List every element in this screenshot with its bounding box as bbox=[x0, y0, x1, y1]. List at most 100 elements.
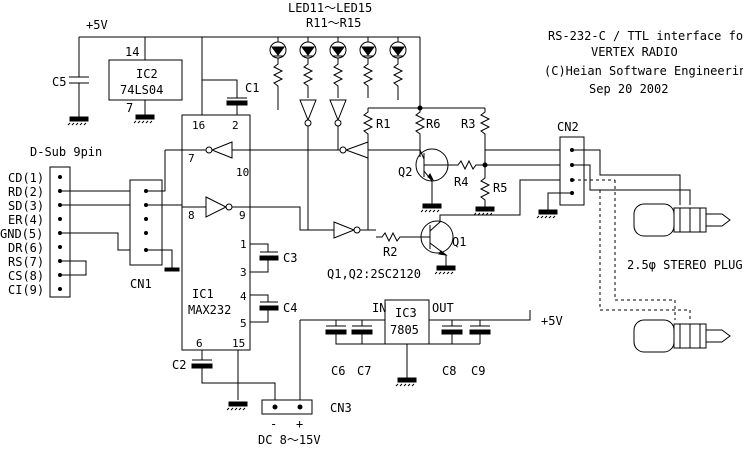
transistor-q2: Q2 bbox=[398, 148, 455, 200]
svg-text:CN3: CN3 bbox=[330, 401, 352, 415]
ground-symbol bbox=[133, 114, 155, 124]
ground-symbol bbox=[420, 203, 442, 213]
dc-input-label: DC 8～15V bbox=[258, 433, 321, 447]
dsub-pin-labels: CD(1) RD(2) SD(3) ER(4) GND(5) DR(6) RS(… bbox=[0, 171, 44, 297]
svg-text:15: 15 bbox=[232, 337, 245, 350]
svg-text:C4: C4 bbox=[283, 301, 297, 315]
svg-text:IC3: IC3 bbox=[395, 306, 417, 320]
svg-text:6: 6 bbox=[196, 337, 203, 350]
svg-text:C7: C7 bbox=[357, 364, 371, 378]
svg-text:SD(3): SD(3) bbox=[8, 199, 44, 213]
stereo-plug-bottom bbox=[633, 319, 731, 353]
resistor-r3: R3 bbox=[461, 108, 491, 165]
svg-text:ER(4): ER(4) bbox=[8, 213, 44, 227]
resistor-r6: R6 bbox=[414, 108, 440, 150]
max232-driver bbox=[182, 196, 250, 218]
plug-label: 2.5φ STEREO PLUG bbox=[627, 258, 743, 272]
svg-text:C1: C1 bbox=[245, 81, 259, 95]
svg-text:3: 3 bbox=[240, 266, 247, 279]
svg-text:7: 7 bbox=[126, 101, 133, 115]
svg-text:C5: C5 bbox=[52, 75, 66, 89]
inverter-q1 bbox=[333, 221, 376, 239]
svg-text:R3: R3 bbox=[461, 117, 475, 131]
svg-text:C8: C8 bbox=[442, 364, 456, 378]
svg-text:16: 16 bbox=[192, 119, 205, 132]
ground-symbol bbox=[434, 265, 456, 275]
capacitor-c3: C3 bbox=[250, 243, 297, 273]
cn1-connector: CN1 bbox=[129, 179, 163, 291]
svg-text:MAX232: MAX232 bbox=[188, 303, 231, 317]
dsub-title: D-Sub 9pin bbox=[30, 145, 102, 159]
svg-text:R1: R1 bbox=[376, 117, 390, 131]
svg-text:Q2: Q2 bbox=[398, 165, 412, 179]
dsub-connector bbox=[49, 166, 71, 298]
svg-text:C6: C6 bbox=[331, 364, 345, 378]
led-array bbox=[269, 41, 407, 110]
capacitor-c6: C6 bbox=[325, 320, 480, 378]
svg-text:IC1: IC1 bbox=[192, 287, 214, 301]
svg-text:IN: IN bbox=[372, 301, 386, 315]
svg-text:R5: R5 bbox=[493, 181, 507, 195]
title-line-1: RS-232-C / TTL interface for bbox=[548, 29, 743, 43]
resistor-r5: R5 bbox=[479, 165, 507, 207]
ground-symbol bbox=[67, 116, 89, 126]
svg-text:R4: R4 bbox=[454, 175, 468, 189]
svg-text:C3: C3 bbox=[283, 251, 297, 265]
led-driver-buffers bbox=[299, 99, 347, 230]
svg-text:CN1: CN1 bbox=[130, 277, 152, 291]
svg-text:2: 2 bbox=[232, 119, 239, 132]
capacitor-c7: C7 bbox=[351, 320, 373, 378]
capacitor-c4: C4 bbox=[250, 294, 297, 323]
svg-text:10: 10 bbox=[236, 166, 249, 179]
svg-text:CN2: CN2 bbox=[557, 120, 579, 134]
ic2-74ls04: 14 7 IC2 74LS04 bbox=[108, 45, 183, 115]
svg-text:R6: R6 bbox=[426, 117, 440, 131]
title-line-2: VERTEX RADIO bbox=[591, 45, 678, 59]
vcc-top-label: +5V bbox=[86, 18, 108, 32]
ground-symbol bbox=[395, 377, 417, 387]
svg-text:8: 8 bbox=[188, 209, 195, 222]
svg-text:-: - bbox=[270, 417, 277, 431]
svg-text:RD(2): RD(2) bbox=[8, 185, 44, 199]
svg-text:4: 4 bbox=[240, 290, 247, 303]
svg-text:9: 9 bbox=[239, 209, 246, 222]
ground-symbol bbox=[164, 267, 180, 272]
capacitor-c8: C8 bbox=[441, 320, 463, 378]
capacitor-c9: C9 bbox=[469, 320, 491, 378]
vcc-right-label: +5V bbox=[541, 314, 563, 328]
svg-text:5: 5 bbox=[240, 317, 247, 330]
svg-text:CS(8): CS(8) bbox=[8, 269, 44, 283]
svg-text:DR(6): DR(6) bbox=[8, 241, 44, 255]
resistor-r1: R1 bbox=[362, 108, 390, 230]
svg-text:CI(9): CI(9) bbox=[8, 283, 44, 297]
svg-text:74LS04: 74LS04 bbox=[120, 83, 163, 97]
capacitor-c1: C1 bbox=[226, 81, 259, 116]
ground-symbol bbox=[536, 209, 558, 219]
resistor-r2: R2 bbox=[376, 231, 418, 259]
ground-symbol bbox=[473, 206, 495, 216]
led-res-label: R11～R15 bbox=[306, 16, 361, 30]
transistor-q1: Q1 bbox=[418, 179, 560, 266]
ic3-7805: IC3 7805 IN OUT bbox=[372, 299, 454, 345]
title-line-4: Sep 20 2002 bbox=[589, 82, 668, 96]
capacitor-c2: C2 bbox=[172, 350, 238, 384]
svg-text:OUT: OUT bbox=[432, 301, 454, 315]
transistor-note: Q1,Q2:2SC2120 bbox=[327, 267, 421, 281]
cn3-connector: CN3 - + bbox=[261, 399, 352, 431]
svg-text:CD(1): CD(1) bbox=[8, 171, 44, 185]
svg-text:14: 14 bbox=[125, 45, 139, 59]
svg-text:RS(7): RS(7) bbox=[8, 255, 44, 269]
svg-text:Q1: Q1 bbox=[452, 235, 466, 249]
led-label: LED11～LED15 bbox=[288, 1, 372, 15]
svg-text:7805: 7805 bbox=[390, 323, 419, 337]
ground-symbol bbox=[226, 401, 248, 411]
capacitor-c5: C5 bbox=[52, 75, 89, 117]
svg-text:R2: R2 bbox=[383, 245, 397, 259]
inverter-q2 bbox=[339, 141, 420, 159]
cn2-connector: CN2 bbox=[557, 120, 585, 206]
stereo-plug-top bbox=[633, 203, 731, 237]
svg-text:GND(5): GND(5) bbox=[0, 227, 43, 241]
resistor-r4: R4 bbox=[448, 159, 485, 189]
svg-text:7: 7 bbox=[188, 152, 195, 165]
